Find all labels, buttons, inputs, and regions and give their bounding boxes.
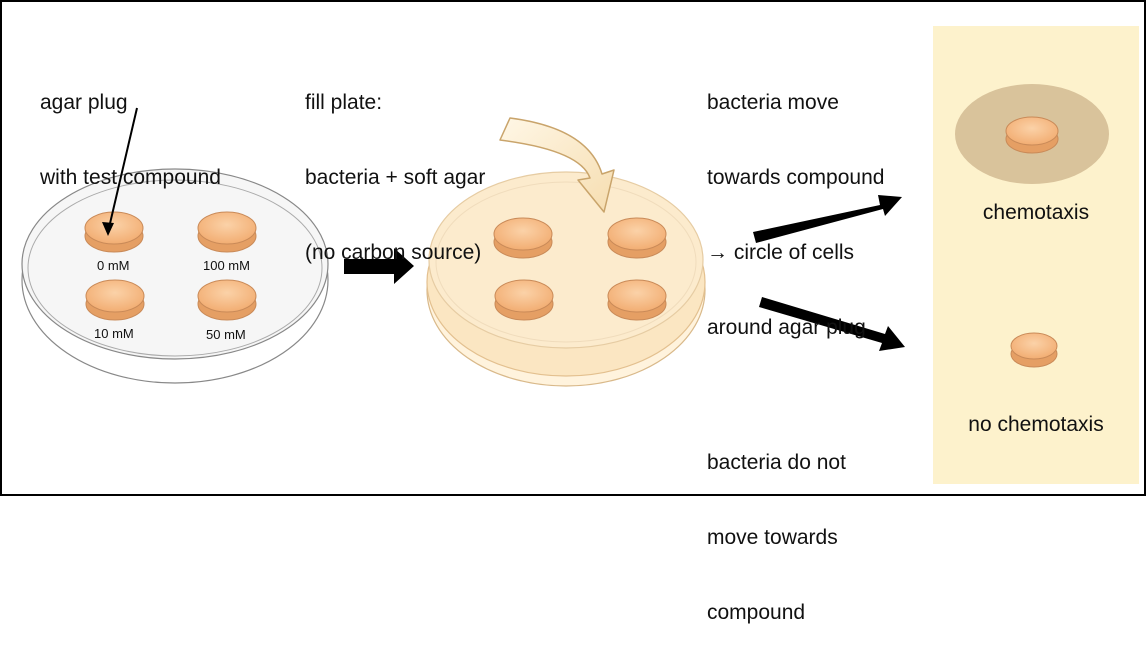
- agar-plug-50mM: [198, 280, 256, 320]
- agar-plug-100mM: [198, 212, 256, 252]
- agar-plug-0mM: [85, 212, 143, 252]
- agar-plug-no-chemotaxis: [1011, 333, 1057, 367]
- concentration-label-0mM: 0 mM: [97, 258, 130, 273]
- not-move-label-line: compound: [707, 600, 846, 625]
- not-move-label-line: move towards: [707, 525, 846, 550]
- agar-plug-filled-2: [608, 218, 666, 258]
- fill-plate-label: fill plate: bacteria + soft agar (no car…: [305, 40, 485, 290]
- move-towards-label-line: bacteria move: [707, 90, 884, 115]
- chemotaxis-label: chemotaxis: [933, 200, 1139, 225]
- concentration-label-50mM: 50 mM: [206, 327, 246, 342]
- no-chemotaxis-label: no chemotaxis: [933, 412, 1139, 437]
- not-move-label: bacteria do not move towards compound: [707, 400, 846, 650]
- agar-plug-filled-1: [494, 218, 552, 258]
- agar-plug-label-line: with test compound: [40, 165, 221, 190]
- fill-plate-label-line: (no carbon source): [305, 240, 485, 265]
- concentration-label-10mM: 10 mM: [94, 326, 134, 341]
- fill-plate-label-line: bacteria + soft agar: [305, 165, 485, 190]
- concentration-label-100mM: 100 mM: [203, 258, 250, 273]
- not-move-label-line: bacteria do not: [707, 450, 846, 475]
- agar-plug-chemotaxis: [1006, 117, 1058, 153]
- agar-plug-10mM: [86, 280, 144, 320]
- agar-plug-label-line: agar plug: [40, 90, 221, 115]
- fill-plate-label-line: fill plate:: [305, 90, 485, 115]
- agar-plug-filled-3: [495, 280, 553, 320]
- agar-plug-label: agar plug with test compound: [40, 40, 221, 215]
- move-towards-label-line: towards compound: [707, 165, 884, 190]
- move-towards-label: bacteria move towards compound → circle …: [707, 40, 884, 365]
- move-towards-label-line: around agar plug: [707, 315, 884, 340]
- move-towards-label-line: → circle of cells: [707, 240, 884, 265]
- agar-plug-filled-4: [608, 280, 666, 320]
